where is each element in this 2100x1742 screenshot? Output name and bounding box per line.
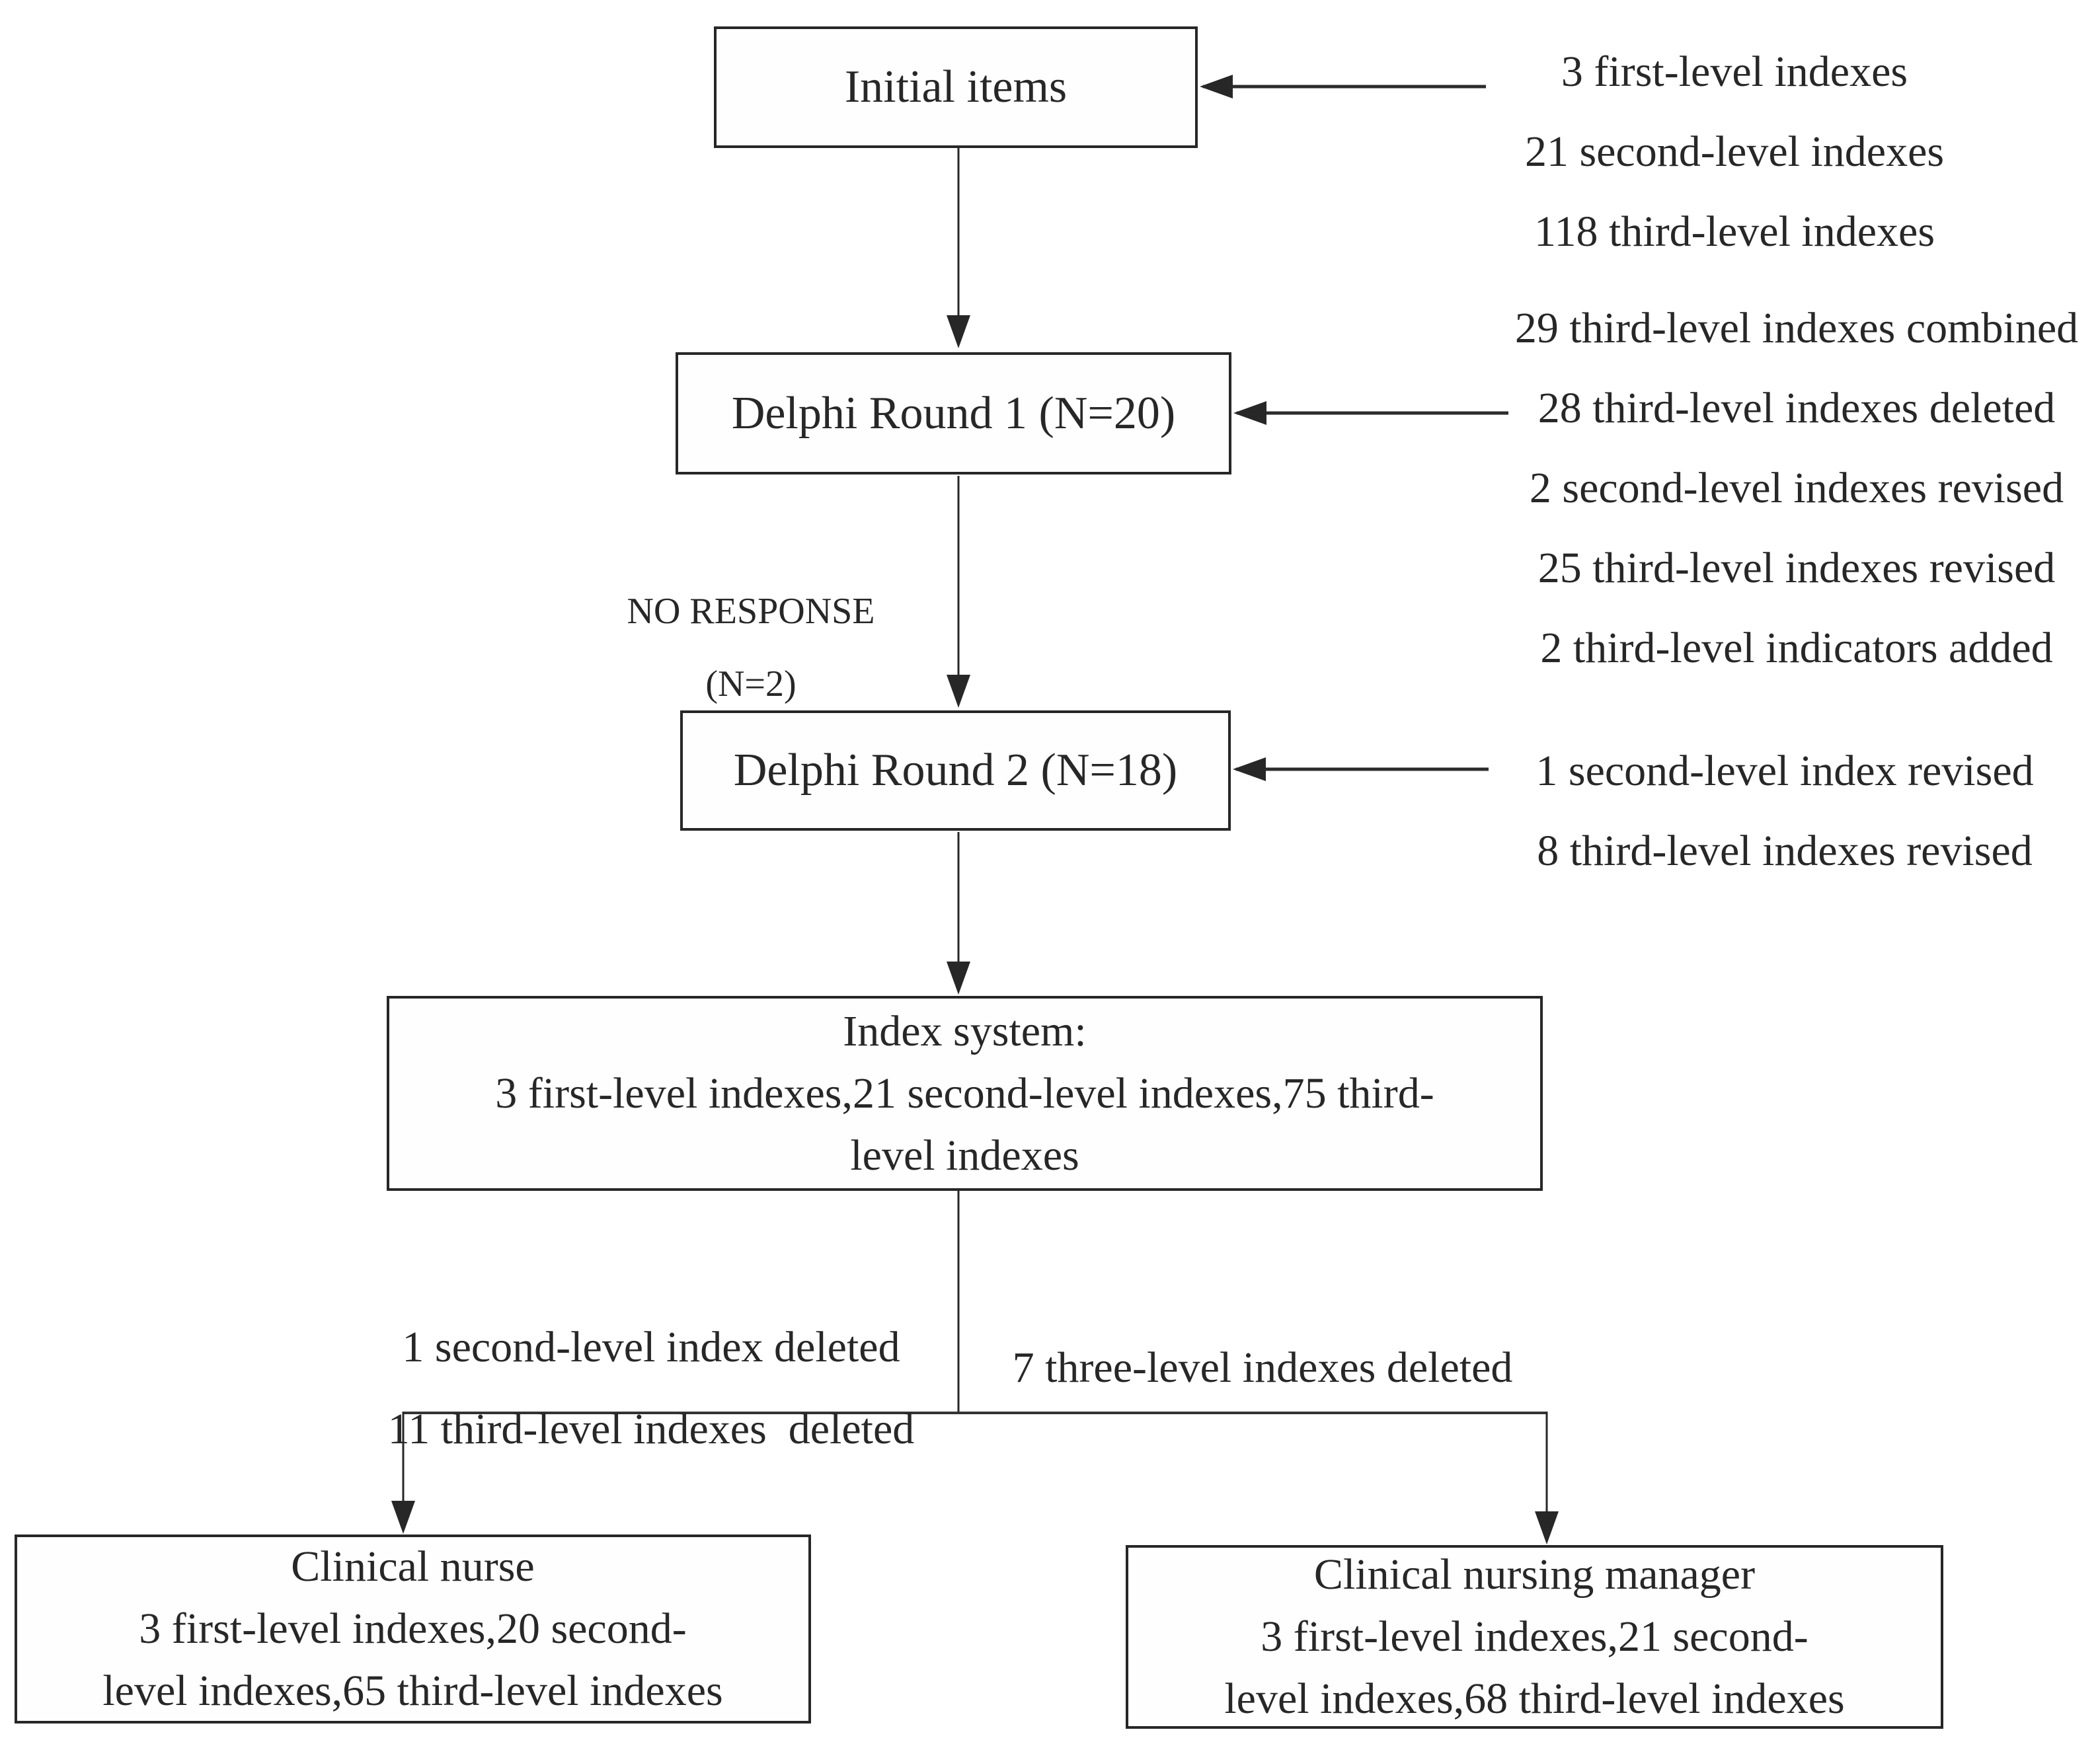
initial-input-line-3: 118 third-level indexes [1534, 208, 1935, 256]
round1-changes-line-2: 28 third-level indexes deleted [1537, 384, 2056, 432]
initial-items-label: Initial items [844, 61, 1068, 113]
index-system-box: Index system: 3 first-level indexes,21 s… [387, 996, 1543, 1191]
round1-changes-line-4: 25 third-level indexes revised [1537, 544, 2056, 592]
delphi-round-2-label: Delphi Round 2 (N=18) [733, 745, 1178, 796]
no-response-line-2: (N=2) [705, 663, 797, 704]
round2-changes-line-2: 8 third-level indexes revised [1537, 827, 2033, 875]
clinical-nurse-line-1: Clinical nurse [291, 1542, 535, 1591]
round2-changes-line-1: 1 second-level index revised [1536, 747, 2034, 795]
nurse-branch-annotation: 1 second-level index deleted 11 third-le… [388, 1295, 915, 1482]
nurse-branch-line-2: 11 third-level indexes deleted [387, 1405, 915, 1453]
round1-changes-annotation: 29 third-level indexes combined 28 third… [1515, 276, 2078, 700]
round2-changes-annotation: 1 second-level index revised 8 third-lev… [1536, 719, 2033, 903]
no-response-annotation: NO RESPONSE (N=2) [627, 563, 875, 732]
manager-branch-annotation: 7 three-level indexes deleted [1013, 1316, 1513, 1420]
index-system-line-3: level indexes [850, 1131, 1079, 1180]
clinical-nurse-line-2: 3 first-level indexes,20 second- [139, 1605, 687, 1653]
round1-changes-line-1: 29 third-level indexes combined [1514, 304, 2079, 352]
clinical-nurse-box: Clinical nurse 3 first-level indexes,20 … [15, 1534, 811, 1723]
clinical-nursing-manager-box: Clinical nursing manager 3 first-level i… [1126, 1545, 1943, 1729]
clinical-nursing-manager-line-1: Clinical nursing manager [1313, 1550, 1756, 1599]
manager-branch-line-1: 7 three-level indexes deleted [1012, 1344, 1513, 1392]
initial-input-annotation: 3 first-level indexes 21 second-level in… [1525, 20, 1944, 284]
no-response-line-1: NO RESPONSE [627, 591, 875, 632]
index-system-line-1: Index system: [843, 1006, 1087, 1055]
delphi-round-1-box: Delphi Round 1 (N=20) [676, 352, 1231, 474]
clinical-nurse-line-3: level indexes,65 third-level indexes [102, 1667, 723, 1715]
initial-input-line-1: 3 first-level indexes [1561, 48, 1908, 96]
round1-changes-line-5: 2 third-level indicators added [1540, 624, 2053, 672]
initial-items-box: Initial items [714, 26, 1198, 148]
delphi-round-1-label: Delphi Round 1 (N=20) [731, 387, 1176, 439]
initial-input-line-2: 21 second-level indexes [1524, 128, 1945, 176]
clinical-nursing-manager-line-2: 3 first-level indexes,21 second- [1261, 1612, 1808, 1661]
round1-changes-line-3: 2 second-level indexes revised [1529, 464, 2064, 512]
clinical-nursing-manager-line-3: level indexes,68 third-level indexes [1224, 1675, 1845, 1723]
nurse-branch-line-1: 1 second-level index deleted [402, 1323, 900, 1371]
delphi-round-2-box: Delphi Round 2 (N=18) [680, 710, 1231, 831]
index-system-line-2: 3 first-level indexes,21 second-level in… [495, 1069, 1434, 1117]
